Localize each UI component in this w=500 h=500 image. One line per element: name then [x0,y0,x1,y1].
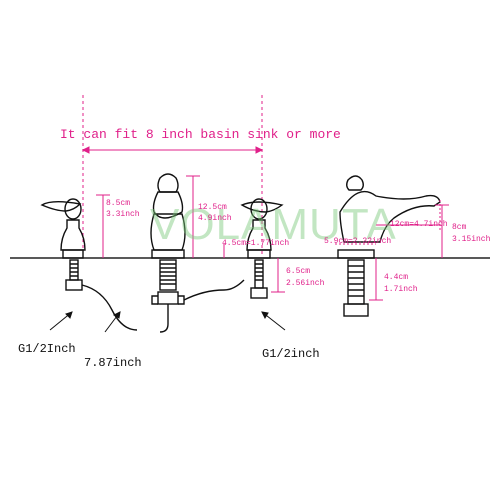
spout-shank-in: 1.7inch [384,285,418,294]
fit-note-label: It can fit 8 inch basin sink or more [60,127,341,142]
spout-shank-cm: 4.4cm [384,273,409,282]
spout-base: 5.9cm=2.32inch [324,237,392,246]
dimension-lines [96,175,449,301]
spout-height-cm: 8cm [452,223,467,232]
thread-left-label: G1/2Inch [18,342,76,356]
left-handle-outline [40,198,138,331]
shank-cm: 6.5cm [286,267,311,276]
lever-height-in: 3.3inch [106,210,140,219]
fit-width-dimension [81,95,264,255]
lever-height-cm: 8.5cm [106,199,131,208]
spread-label: 7.87inch [84,356,142,370]
center-handle-outline [150,173,245,333]
spout-outline [337,175,441,317]
shank-in: 2.56inch [286,279,325,288]
center-height-in: 4.9inch [198,214,232,223]
callout-arrows [49,311,286,333]
thread-right-label: G1/2inch [262,347,320,361]
center-height-cm: 12.5cm [198,203,227,212]
spout-reach: 12cm=4.7inch [390,220,448,229]
right-lever-base: 4.5cm=1.77inch [222,239,290,248]
right-handle-outline [240,198,284,299]
spout-height-in: 3.15inch [452,235,491,244]
